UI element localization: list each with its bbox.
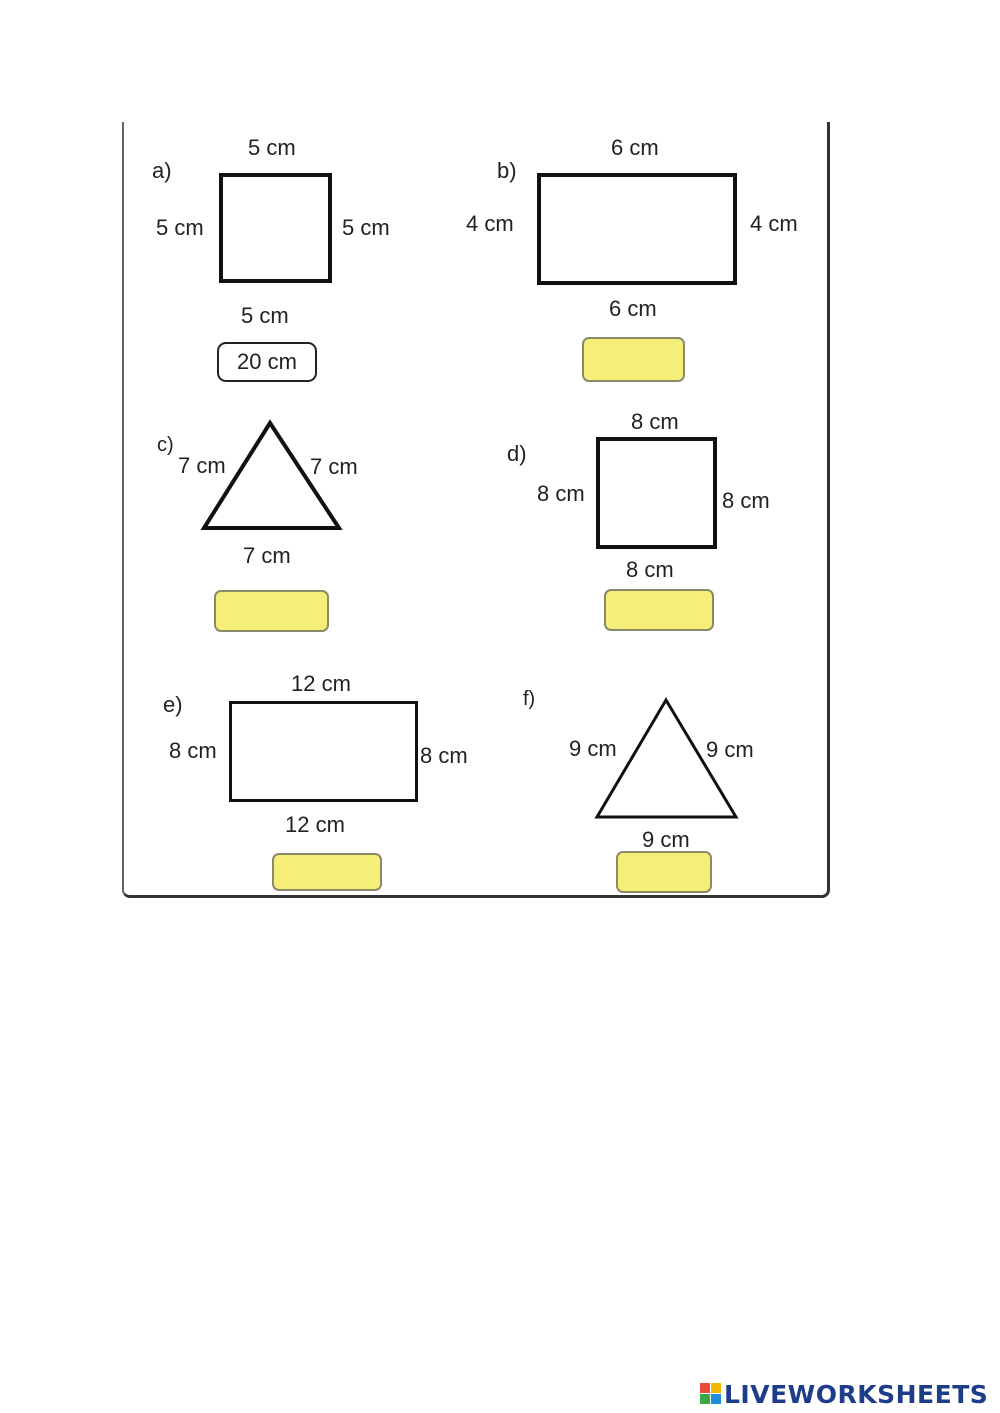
problem-b-label: b)	[497, 158, 517, 183]
problem-d-right-side: 8 cm	[722, 488, 770, 513]
problem-b-left-side: 4 cm	[466, 211, 514, 236]
problem-d-label: d)	[507, 441, 527, 466]
problem-c-label: c)	[157, 434, 174, 456]
problem-d-top-side: 8 cm	[631, 409, 679, 434]
problem-e-label: e)	[163, 692, 183, 717]
rectangle-b	[537, 173, 737, 285]
worksheet-panel	[122, 122, 830, 898]
problem-e-bottom-side: 12 cm	[285, 812, 345, 837]
problem-f-right-side: 9 cm	[706, 737, 754, 762]
problem-a-label: a)	[152, 158, 172, 183]
problem-d-left-side: 8 cm	[537, 481, 585, 506]
answer-c-input[interactable]	[214, 590, 329, 632]
problem-c-right-side: 7 cm	[310, 454, 358, 479]
problem-c-left-side: 7 cm	[178, 453, 226, 478]
answer-b-input[interactable]	[582, 337, 685, 382]
problem-a-bottom-side: 5 cm	[241, 303, 289, 328]
problem-d-bottom-side: 8 cm	[626, 557, 674, 582]
problem-b-bottom-side: 6 cm	[609, 296, 657, 321]
square-a	[219, 173, 332, 283]
problem-a-top-side: 5 cm	[248, 135, 296, 160]
problem-b-right-side: 4 cm	[750, 211, 798, 236]
answer-a-example: 20 cm	[217, 342, 317, 382]
problem-c-bottom-side: 7 cm	[243, 543, 291, 568]
problem-a-right-side: 5 cm	[342, 215, 390, 240]
triangle-f	[594, 697, 739, 819]
triangle-c	[200, 419, 343, 530]
problem-e-right-side: 8 cm	[420, 743, 468, 768]
liveworksheets-logo[interactable]: LIVEWORKSHEETS	[700, 1379, 988, 1409]
problem-f-bottom-side: 9 cm	[642, 827, 690, 852]
liveworksheets-logo-icon	[700, 1383, 722, 1405]
problem-f-left-side: 9 cm	[569, 736, 617, 761]
problem-a-left-side: 5 cm	[156, 215, 204, 240]
answer-f-input[interactable]	[616, 851, 712, 893]
problem-f-label: f)	[523, 688, 536, 710]
problem-e-top-side: 12 cm	[291, 671, 351, 696]
rectangle-e	[229, 701, 418, 802]
problem-e-left-side: 8 cm	[169, 738, 217, 763]
answer-d-input[interactable]	[604, 589, 714, 631]
problem-b-top-side: 6 cm	[611, 135, 659, 160]
answer-e-input[interactable]	[272, 853, 382, 891]
logo-text: LIVEWORKSHEETS	[724, 1379, 989, 1409]
square-d	[596, 437, 717, 549]
